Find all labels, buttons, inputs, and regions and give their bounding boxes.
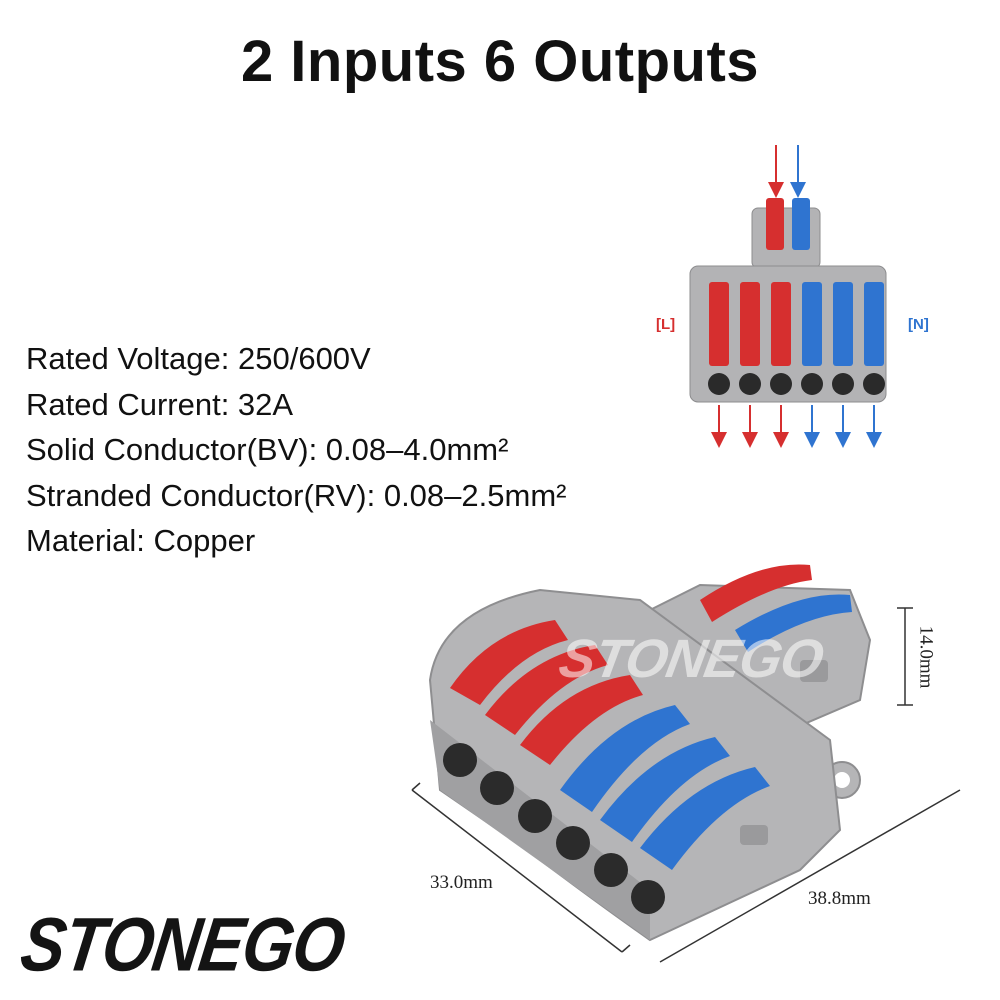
connector-illustration [428, 564, 872, 942]
input-lever-live [766, 198, 784, 250]
neutral-label: [N] [908, 316, 929, 333]
spec-rated-current: Rated Current: 32A [26, 386, 294, 422]
dimension-lines [411, 607, 961, 963]
spec-list: Rated Voltage: 250/600V Rated Current: 3… [26, 336, 566, 564]
spec-rated-voltage: Rated Voltage: 250/600V [26, 341, 371, 376]
page-title: 2 Inputs 6 Outputs [240, 29, 760, 94]
input-lever-neutral [792, 198, 810, 250]
output-arrows [711, 405, 882, 448]
brand-watermark: STONEGO [554, 629, 828, 689]
live-label: [L] [656, 316, 676, 333]
dimension-height: 14.0mm [915, 625, 937, 689]
output-holes [708, 373, 885, 395]
brand-logo: STONEGO [16, 901, 350, 987]
dimension-length: 33.0mm [430, 872, 493, 893]
spec-stranded-conductor: Stranded Conductor(RV): 0.08–2.5mm² [26, 477, 567, 513]
spec-solid-conductor: Solid Conductor(BV): 0.08–4.0mm² [26, 432, 509, 467]
dimension-width: 38.8mm [808, 888, 871, 909]
output-levers [709, 282, 884, 366]
spec-material: Material: Copper [26, 523, 256, 558]
